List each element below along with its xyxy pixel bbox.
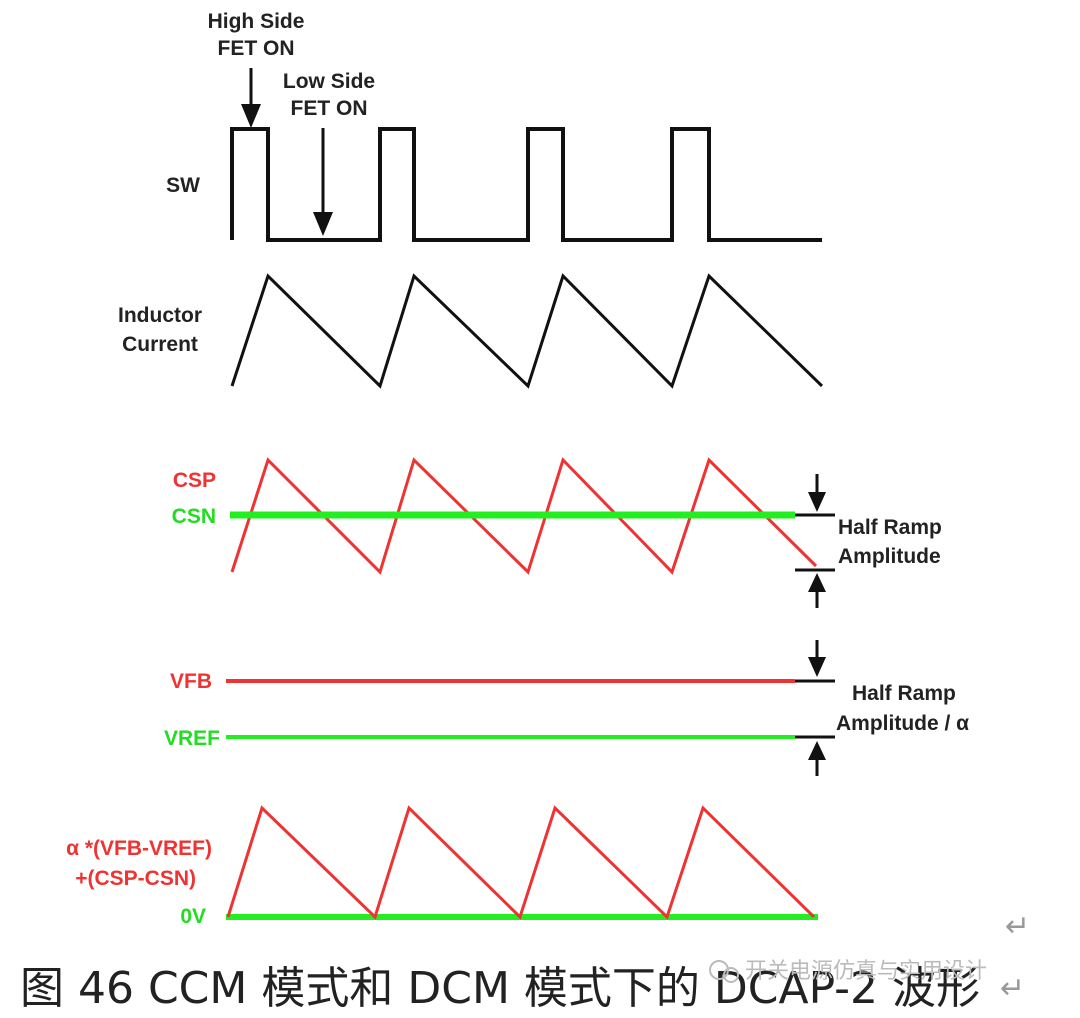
half-ramp-top-arrow-icon	[808, 474, 826, 512]
high-side-label-line1: High Side	[208, 10, 305, 33]
sw-waveform	[230, 127, 822, 242]
half-ramp-alpha-bottom-arrow-icon	[808, 741, 826, 776]
return-mark-2: ↵	[1000, 971, 1025, 1006]
half-ramp-alpha-top-arrow-icon	[808, 640, 826, 677]
half-ramp-label-line1: Half Ramp	[838, 516, 942, 539]
zero-v-label: 0V	[180, 905, 206, 928]
low-side-arrow-icon	[313, 128, 333, 236]
figure-caption: 图 46 CCM 模式和 DCM 模式下的 DCAP-2 波形	[20, 963, 980, 1014]
half-ramp-alpha-label-line1: Half Ramp	[852, 682, 956, 705]
csn-label: CSN	[172, 505, 216, 528]
return-mark-1: ↵	[1005, 909, 1030, 944]
sw-label: SW	[166, 174, 200, 197]
csp-waveform	[230, 457, 818, 575]
alpha-expr-label-line1: α *(VFB-VREF)	[66, 837, 212, 860]
alpha-expr-label-line2: +(CSP-CSN)	[75, 867, 196, 890]
half-ramp-bottom-arrow-icon	[808, 573, 826, 608]
alpha-combined-waveform	[226, 805, 816, 920]
low-side-label-line1: Low Side	[283, 70, 375, 93]
vfb-label: VFB	[170, 670, 212, 693]
high-side-label-line2: FET ON	[218, 37, 295, 60]
vref-label: VREF	[164, 727, 220, 750]
wechat-logo-icon	[709, 960, 739, 983]
watermark-text: 开关电源仿真与实用设计	[745, 959, 987, 984]
half-ramp-alpha-label-line2: Amplitude / α	[836, 712, 969, 735]
inductor-label-line2: Current	[122, 333, 198, 356]
watermark: 开关电源仿真与实用设计	[709, 959, 987, 984]
half-ramp-label-line2: Amplitude	[838, 545, 941, 568]
csp-label: CSP	[173, 469, 216, 492]
inductor-current-waveform	[230, 273, 824, 389]
high-side-arrow-icon	[241, 68, 261, 128]
inductor-label-line1: Inductor	[118, 304, 202, 327]
low-side-label-line2: FET ON	[291, 97, 368, 120]
